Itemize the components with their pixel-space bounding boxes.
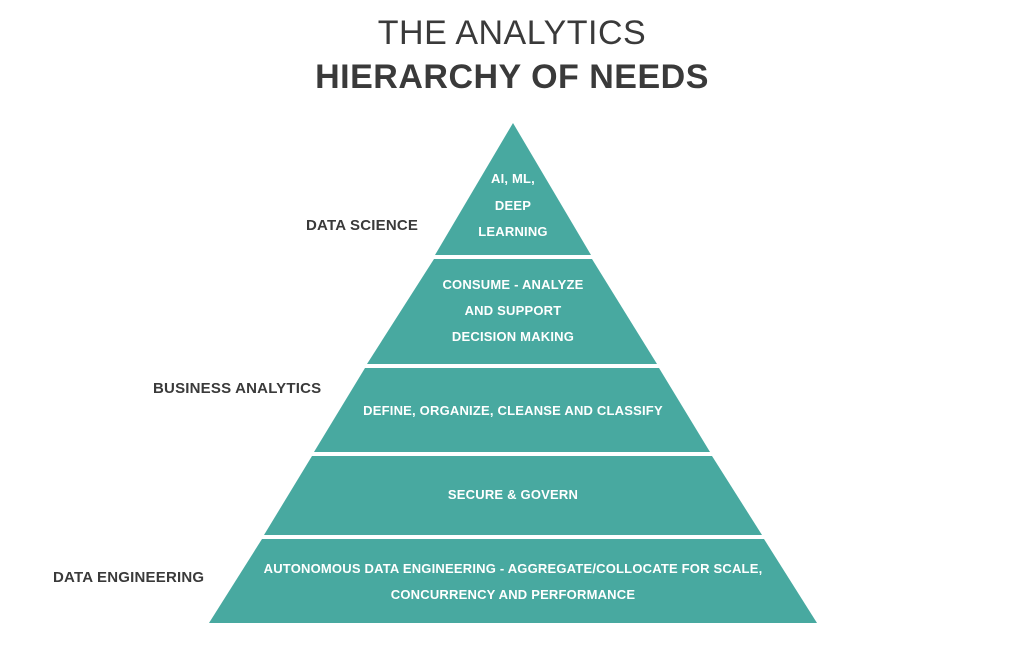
pyramid-tier-consume-analyze-shape <box>367 259 657 364</box>
pyramid-tier-autonomous-engineering-shape <box>209 539 817 623</box>
tier-consume-line-3: DECISION MAKING <box>452 329 574 344</box>
category-label-business-analytics: BUSINESS ANALYTICS <box>153 380 322 397</box>
tier-ai-ml-line-2: DEEP <box>495 198 531 213</box>
tier-consume-line-2: AND SUPPORT <box>465 303 562 318</box>
pyramid-tier-secure-govern-shape <box>264 456 762 535</box>
pyramid-tier-autonomous-engineering: AUTONOMOUS DATA ENGINEERING - AGGREGATE/… <box>209 539 817 623</box>
pyramid-tier-define-organize: DEFINE, ORGANIZE, CLEANSE AND CLASSIFY <box>314 368 710 452</box>
tier-consume-line-1: CONSUME - ANALYZE <box>442 277 583 292</box>
pyramid-tier-ai-ml: AI, ML, DEEP LEARNING <box>435 123 591 255</box>
title-line-2: HIERARCHY OF NEEDS <box>315 58 709 96</box>
tier-secure-line-1: SECURE & GOVERN <box>448 487 578 502</box>
category-label-data-science: DATA SCIENCE <box>306 217 419 234</box>
tier-autonomous-line-2: CONCURRENCY AND PERFORMANCE <box>391 587 636 602</box>
pyramid-tier-consume-analyze: CONSUME - ANALYZE AND SUPPORT DECISION M… <box>367 259 657 364</box>
title-line-1: THE ANALYTICS <box>377 14 647 52</box>
pyramid-tier-secure-govern: SECURE & GOVERN <box>264 456 762 535</box>
pyramid-tier-ai-ml-shape <box>435 123 591 255</box>
category-label-data-engineering: DATA ENGINEERING <box>53 569 205 586</box>
tier-ai-ml-line-3: LEARNING <box>478 224 548 239</box>
tier-ai-ml-line-1: AI, ML, <box>491 171 535 186</box>
tier-define-line-1: DEFINE, ORGANIZE, CLEANSE AND CLASSIFY <box>363 403 663 418</box>
pyramid-tier-define-organize-shape <box>314 368 710 452</box>
tier-autonomous-line-1: AUTONOMOUS DATA ENGINEERING - AGGREGATE/… <box>264 561 763 576</box>
